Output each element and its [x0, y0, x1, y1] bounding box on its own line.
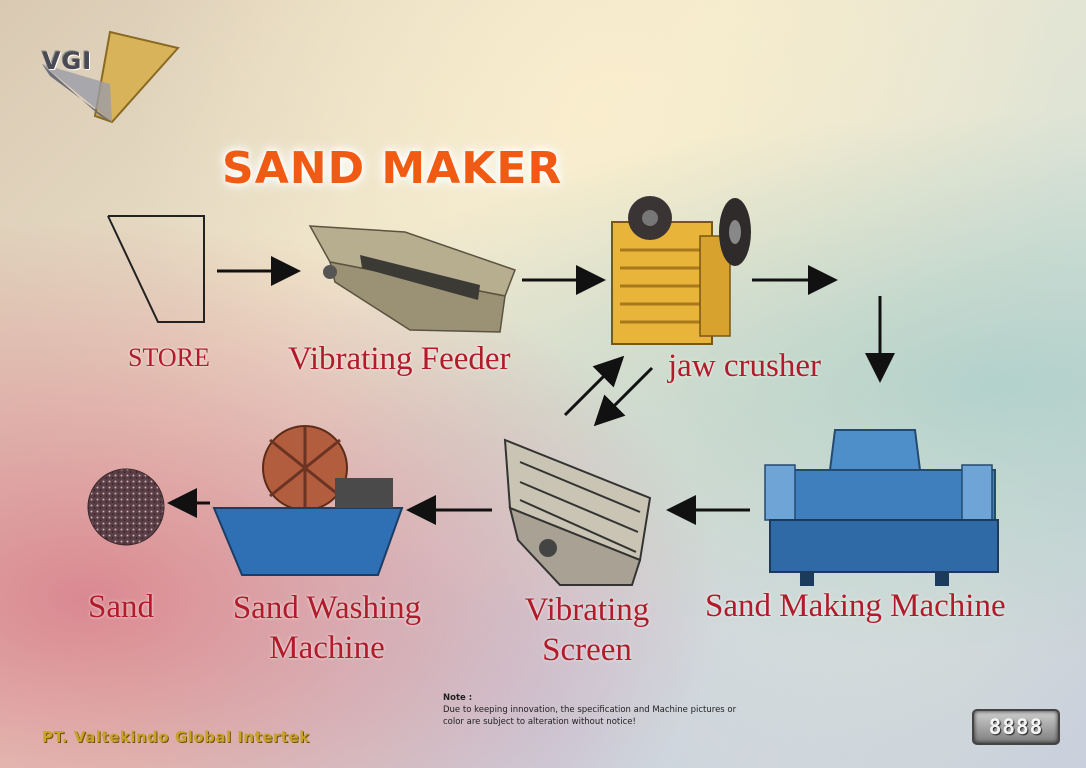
label-jaw-crusher: jaw crusher	[668, 348, 822, 384]
logo-text: VGI	[42, 47, 93, 75]
arrow-crusher-down-to-screen	[593, 366, 654, 427]
label-vibrating-screen-line1: Vibrating	[524, 592, 650, 628]
badge-8888: 8888	[972, 709, 1060, 745]
label-sand-making-machine: Sand Making Machine	[705, 588, 1006, 624]
diagram-title: SAND MAKER	[222, 143, 563, 194]
sand-washing-machine-icon	[212, 425, 404, 576]
label-sand-washing-line2: Machine	[269, 630, 385, 666]
note-heading: Note :	[443, 693, 473, 703]
vgi-logo	[42, 30, 180, 124]
label-sand-washing-line1: Sand Washing	[232, 590, 422, 626]
disclaimer-note: Note : Due to keeping innovation, the sp…	[443, 692, 736, 728]
vibrating-screen-icon	[503, 438, 652, 586]
company-name: PT. Valtekindo Global Intertek	[42, 728, 310, 746]
label-vibrating-feeder: Vibrating Feeder	[288, 341, 511, 377]
label-vibrating-screen-line2: Screen	[542, 632, 632, 668]
note-line-2: color are subject to alteration without …	[443, 717, 636, 727]
store-hopper-icon	[107, 215, 205, 323]
note-line-1: Due to keeping innovation, the specifica…	[443, 705, 737, 715]
label-store: STORE	[128, 343, 210, 372]
sand-making-machine-icon	[764, 429, 999, 586]
label-sand: Sand	[88, 589, 154, 625]
jaw-crusher-icon	[611, 196, 751, 345]
sand-pile-icon	[87, 468, 165, 546]
arrow-screen-up-to-crusher	[563, 355, 625, 417]
vibrating-feeder-icon	[308, 225, 516, 333]
flow-arrows	[167, 256, 895, 525]
